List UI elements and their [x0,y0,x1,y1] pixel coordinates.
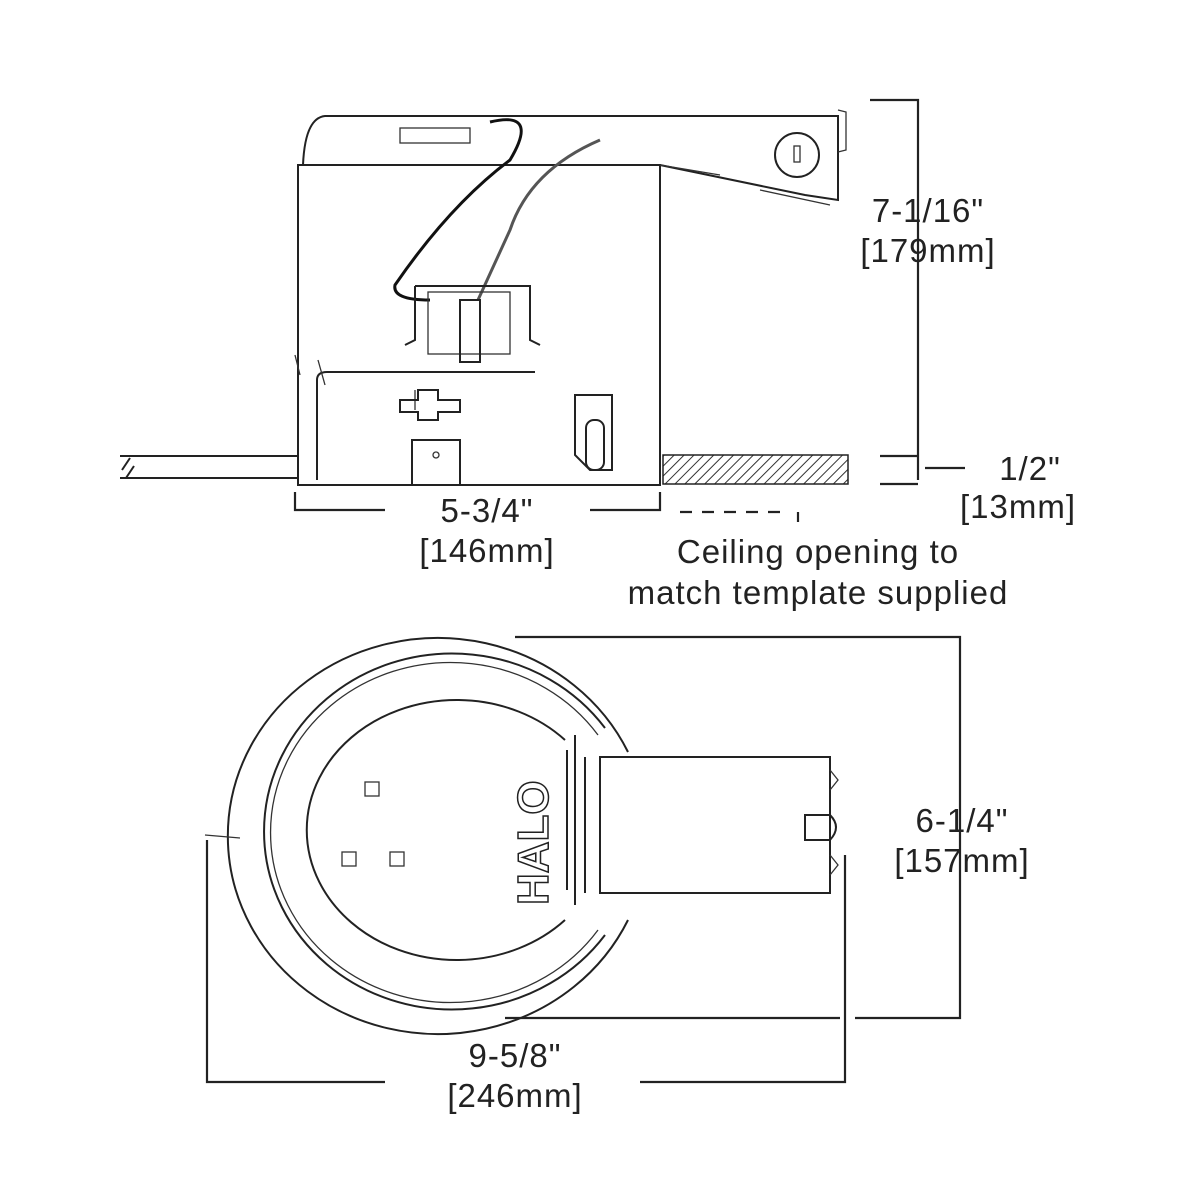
ceiling-metric-label: [13mm] [960,488,1076,525]
mounting-hole [774,132,820,178]
width-imperial-label: 5-3/4" [441,492,534,529]
socket-bracket [404,285,541,346]
note-line-1: Ceiling opening to [677,533,959,570]
clip-hole [341,851,357,867]
height-dimension: 7-1/16" [179mm] [860,98,995,480]
ceiling-opening-note: Ceiling opening to match template suppli… [628,533,1009,611]
side-view-drawing [120,109,849,486]
thermal-protector-bracket [574,394,613,471]
halo-logo: HALO [509,780,558,905]
trim-ring-outer [263,652,606,1011]
aperture [305,699,566,961]
trim-spring-rod [316,371,535,480]
height-imperial-label: 7-1/16" [872,192,984,229]
black-wire [393,118,523,302]
housing-can [297,164,661,486]
depth-dimension: 6-1/4" [157mm] [505,635,1029,1020]
depth-metric-label: [157mm] [894,842,1029,879]
mounting-tab [411,439,461,485]
ceiling-right-hatched [662,454,849,485]
clip-hole [364,781,380,797]
connector [804,814,837,841]
junction-box [599,756,831,894]
depth-imperial-label: 6-1/4" [916,802,1009,839]
length-imperial-label: 9-5/8" [469,1037,562,1074]
top-view-drawing: HALO [204,637,839,1035]
width-dimension: 5-3/4" [146mm] [293,492,800,569]
length-metric-label: [246mm] [447,1077,582,1114]
width-metric-label: [146mm] [419,532,554,569]
clip-hole [389,851,405,867]
thermal-protector [585,419,605,471]
lamp-socket [459,299,481,363]
ceiling-imperial-label: 1/2" [999,450,1061,487]
note-line-2: match template supplied [628,574,1009,611]
trim-ring-inner [269,661,599,1004]
junction-box-bracket [566,735,586,905]
length-dimension: 9-5/8" [246mm] [205,840,847,1114]
height-metric-label: [179mm] [860,232,995,269]
knockout [399,389,461,421]
white-wire [476,138,601,301]
ceiling-thickness-dimension: 1/2" [13mm] [880,450,1076,525]
ceiling-left [120,455,298,479]
junction-box-bar [302,115,839,202]
outer-flange [226,637,629,1035]
